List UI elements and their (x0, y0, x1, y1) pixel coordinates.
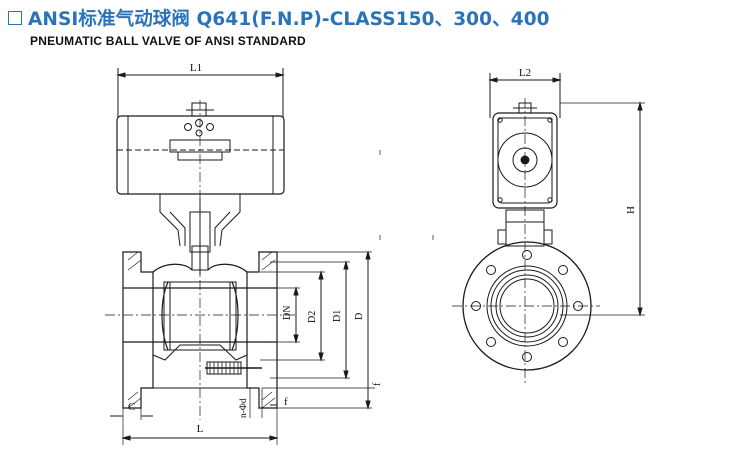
flange-outer (462, 241, 592, 371)
actuator-body (116, 115, 285, 195)
page-title: ANSI标准气动球阀 Q641(F.N.P)-CLASS150、300、400 (28, 9, 550, 30)
dim-l: L (197, 423, 204, 435)
dim-l2: L2 (519, 67, 531, 79)
dim-d2: D2 (307, 311, 318, 323)
page-subtitle: PNEUMATIC BALL VALVE OF ANSI STANDARD (30, 34, 306, 48)
dim-c: C (128, 401, 135, 413)
dim-d: D (354, 313, 365, 320)
dim-l1: L1 (190, 62, 202, 74)
side-view: L2 H (452, 67, 645, 385)
svg-text:f: f (372, 382, 383, 386)
dim-d1: D1 (332, 310, 343, 322)
dim-nd: n-Φd (239, 398, 249, 418)
dim-dn: DN (282, 306, 293, 320)
dim-f: f (284, 396, 288, 408)
checkbox-icon (8, 11, 22, 25)
front-view: L1 (105, 62, 434, 445)
dim-h: H (625, 206, 637, 214)
title-row: ANSI标准气动球阀 Q641(F.N.P)-CLASS150、300、400 (8, 6, 550, 30)
